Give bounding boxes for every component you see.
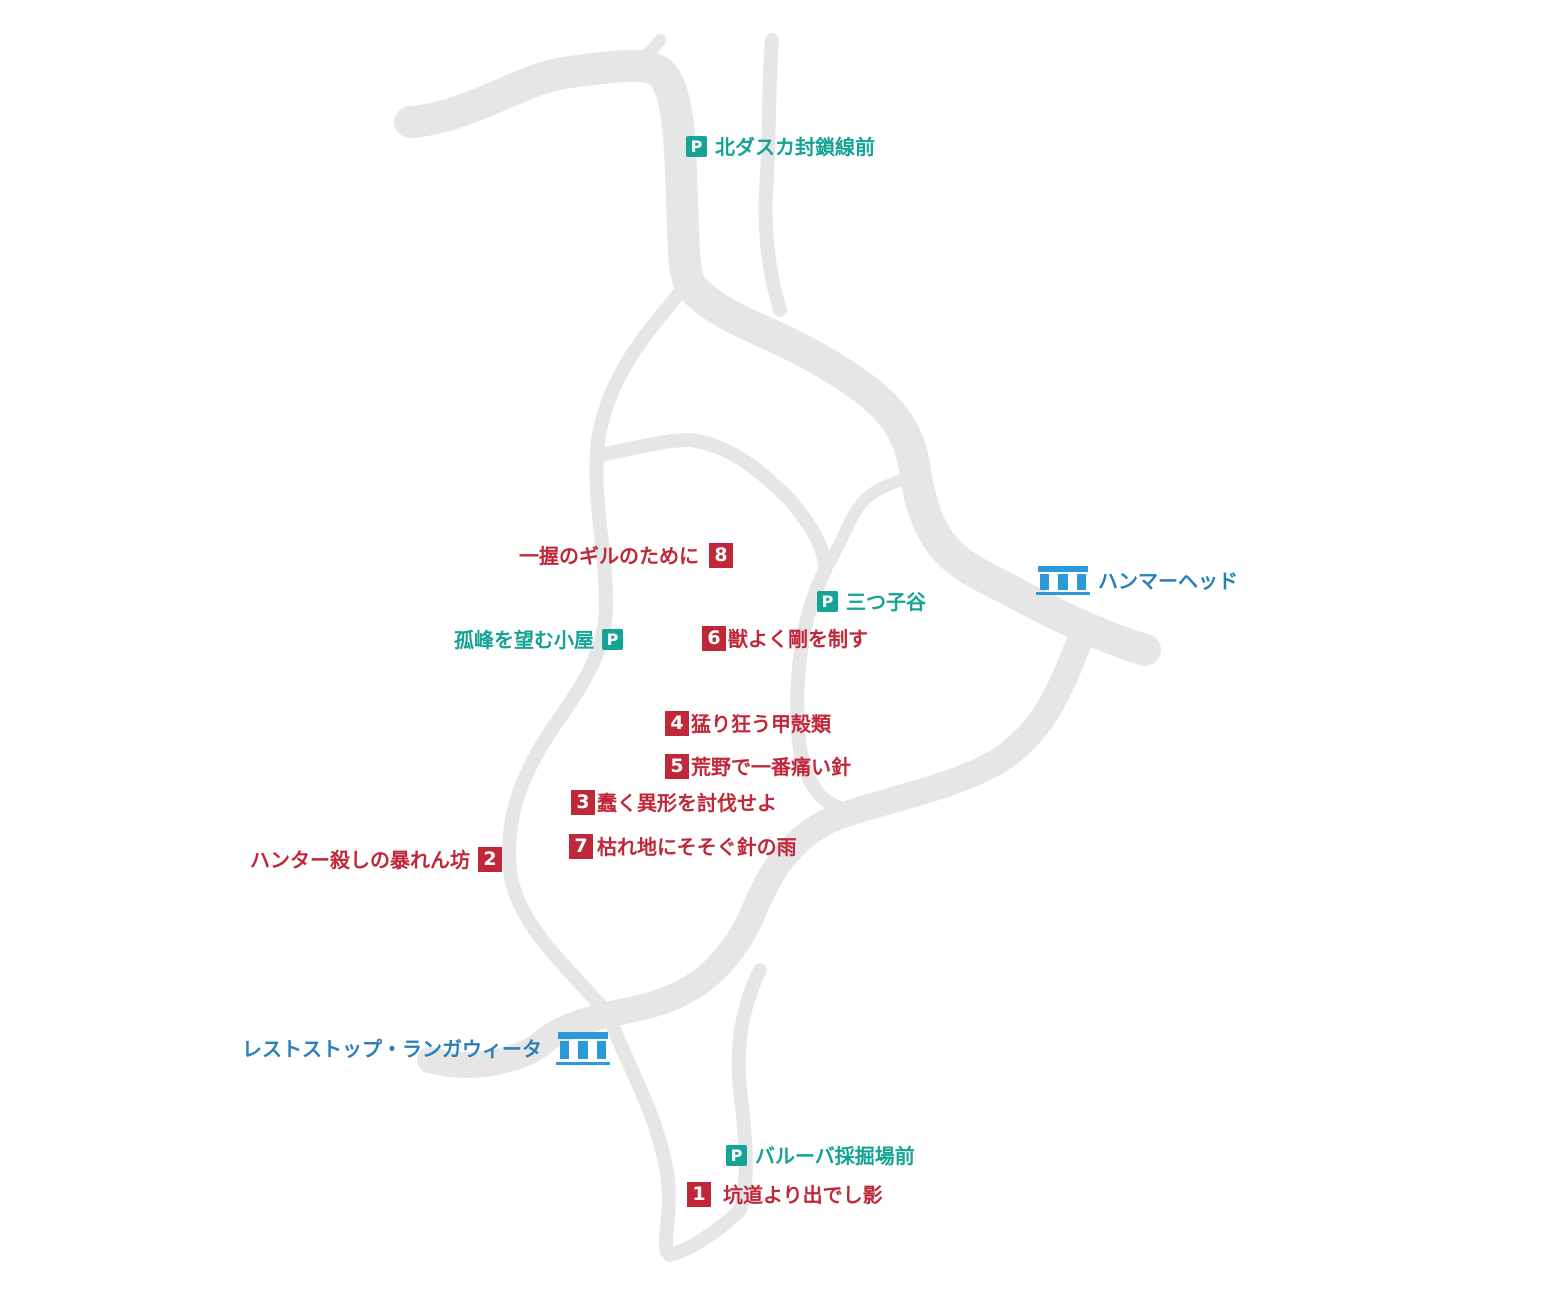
camp-mitsugo-valley[interactable]: P 三つ子谷 [817,591,926,612]
camp-lone-peak-hut[interactable]: 孤峰を望む小屋 P [454,629,623,650]
road-main [394,49,1161,666]
road-cross [591,433,832,577]
fate-5[interactable]: 5 荒野で一番痛い針 [665,754,851,779]
road-link-east [819,472,916,576]
fate-number-badge: 3 [571,790,595,815]
fate-number-badge: 4 [665,711,689,736]
parking-P-icon: P [686,136,707,157]
fate-6[interactable]: 6 獣よく剛を制す [702,626,868,651]
fate-1[interactable]: 1 坑道より出でし影 [687,1182,883,1207]
fate-3[interactable]: 3 蠢く異形を討伐せよ [571,790,777,815]
town-label: ハンマーヘッド [1098,569,1238,593]
fate-2[interactable]: ハンター殺しの暴れん坊 2 [250,847,502,872]
road-center [790,563,847,815]
fate-number-badge: 8 [709,543,733,568]
camp-label: 三つ子谷 [846,589,926,614]
town-label: レストストップ・ランガウィータ [242,1037,542,1061]
parking-P-icon: P [726,1145,747,1166]
fate-label: 枯れ地にそそぐ針の雨 [597,834,797,859]
town-rest-stop[interactable]: レストストップ・ランガウィータ [242,1030,610,1068]
fate-8[interactable]: 一握のギルのために 8 [519,543,733,568]
road-north-thin [758,33,787,317]
fate-7[interactable]: 7 枯れ地にそそぐ針の雨 [569,834,797,859]
fate-number-badge: 6 [702,626,726,651]
fate-number-badge: 7 [569,834,593,859]
fate-4[interactable]: 4 猛り狂う甲殻類 [665,711,831,736]
parking-P-icon: P [602,629,623,650]
fate-label: 一握のギルのために [519,543,699,568]
fate-number-badge: 1 [687,1182,711,1207]
camp-label: バルーバ採掘場前 [755,1143,915,1168]
fate-label: 坑道より出でし影 [723,1182,883,1207]
parking-P-icon: P [817,591,838,612]
fate-label: 獣よく剛を制す [728,626,868,651]
aetheryte-building-icon [1036,566,1090,595]
fate-label: 猛り狂う甲殻類 [691,711,831,736]
fate-label: 荒野で一番痛い針 [691,754,851,779]
road-south-loop [603,963,767,1262]
fate-label: 蠢く異形を討伐せよ [597,790,777,815]
aetheryte-building-icon [556,1032,610,1065]
fate-number-badge: 5 [665,754,689,779]
camp-balooba-mine[interactable]: P バルーバ採掘場前 [726,1145,915,1166]
road-west-upper [502,278,693,1012]
road-spur-top [634,34,666,66]
camp-label: 北ダスカ封鎖線前 [715,134,875,159]
town-hammerhead[interactable]: ハンマーヘッド [1036,564,1238,598]
fate-label: ハンター殺しの暴れん坊 [250,847,470,872]
camp-north-dusk[interactable]: P 北ダスカ封鎖線前 [686,136,875,157]
camp-label: 孤峰を望む小屋 [454,627,594,652]
fate-number-badge: 2 [478,847,502,872]
road-east-loop [417,627,1093,1078]
